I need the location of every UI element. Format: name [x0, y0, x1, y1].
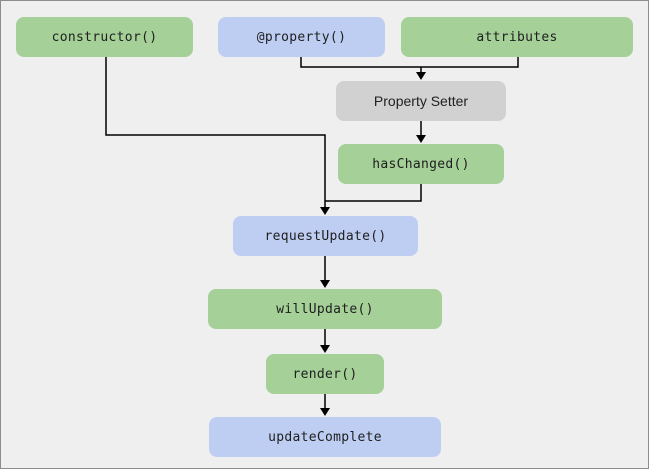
arrowhead-property-setter [416, 72, 426, 80]
arrowhead-requestupdate [320, 207, 330, 215]
node-haschanged: hasChanged() [338, 144, 504, 184]
node-willupdate: willUpdate() [208, 289, 442, 329]
node-willupdate-label: willUpdate() [276, 301, 374, 317]
edge-constructor-to-requestupdate [105, 57, 326, 207]
edge-property-attributes-bus [300, 57, 519, 68]
arrowhead-updatecomplete [320, 408, 330, 416]
node-requestupdate-label: requestUpdate() [264, 228, 387, 244]
node-constructor-label: constructor() [51, 29, 158, 45]
arrowhead-render [320, 345, 330, 353]
node-property-setter: Property Setter [336, 81, 506, 121]
arrowhead-willupdate [320, 280, 330, 288]
node-updatecomplete-label: updateComplete [268, 429, 382, 445]
node-attributes-label: attributes [476, 29, 558, 45]
node-property-decorator-label: @property() [256, 29, 347, 45]
node-attributes: attributes [401, 17, 633, 57]
node-render: render() [266, 354, 384, 394]
node-updatecomplete: updateComplete [209, 417, 441, 457]
arrowhead-haschanged [416, 135, 426, 143]
edge-haschanged-to-requestupdate [325, 184, 422, 202]
node-property-decorator: @property() [218, 17, 385, 57]
node-haschanged-label: hasChanged() [372, 156, 470, 172]
node-requestupdate: requestUpdate() [233, 216, 418, 256]
node-constructor: constructor() [16, 17, 193, 57]
node-property-setter-label: Property Setter [373, 93, 469, 109]
node-render-label: render() [292, 366, 358, 382]
